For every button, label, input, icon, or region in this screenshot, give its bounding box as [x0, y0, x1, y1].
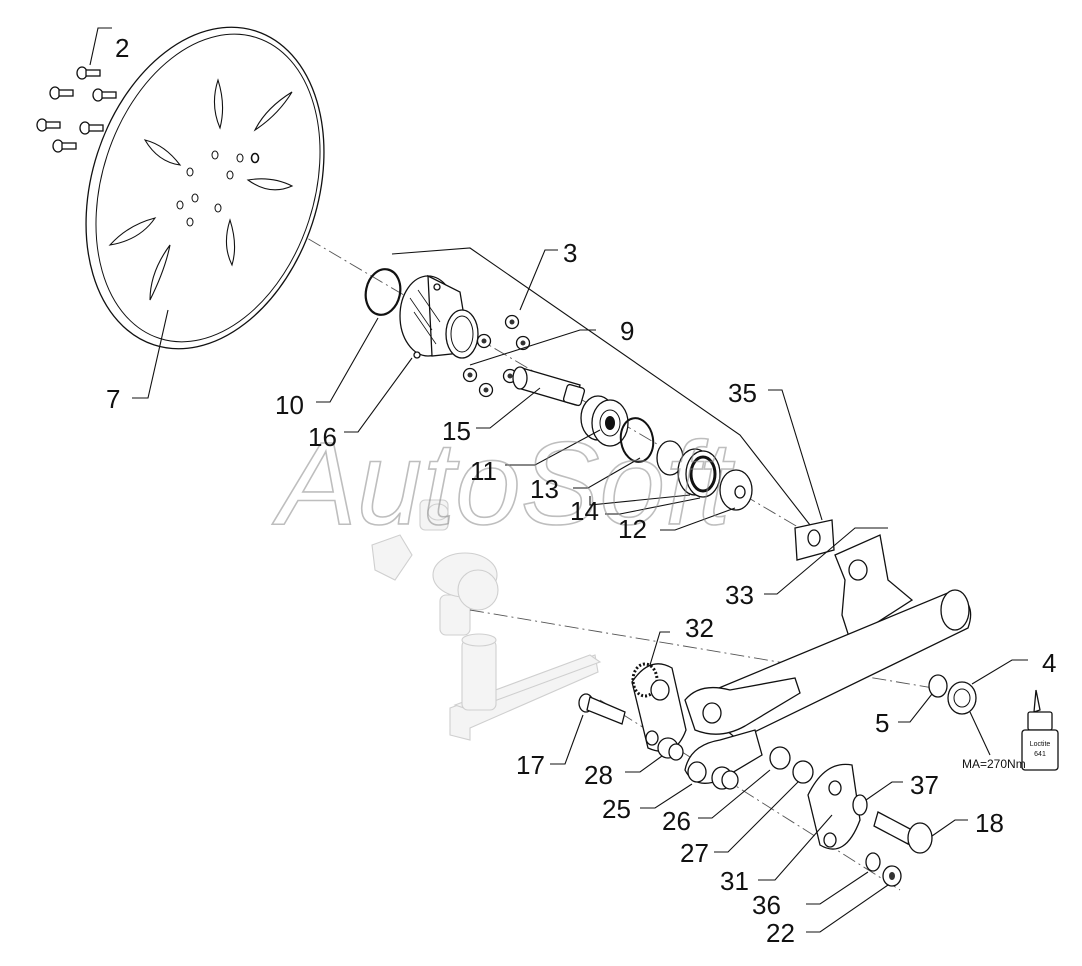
part-label-36: 36 [752, 890, 781, 920]
bracket-part-31 [807, 763, 861, 850]
part-label-7: 7 [106, 384, 120, 414]
part-label-25: 25 [602, 794, 631, 824]
part-label-14: 14 [570, 496, 599, 526]
leader-lines [89, 27, 1028, 933]
snap-ring-part-13 [619, 417, 655, 463]
part-label-13: 13 [530, 474, 559, 504]
part-label-15: 15 [442, 416, 471, 446]
disc-part-7 [85, 26, 325, 350]
part-label-12: 12 [618, 514, 647, 544]
part-label-37: 37 [910, 770, 939, 800]
bearing-part-11 [580, 395, 629, 447]
part-label-2: 2 [115, 33, 129, 63]
bolt-part-17 [578, 693, 626, 725]
torque-note: MA=270Nm [962, 757, 1026, 771]
part-label-28: 28 [584, 760, 613, 790]
part-label-11: 11 [470, 456, 497, 486]
part-label-32: 32 [685, 613, 714, 643]
hub-part-16 [399, 274, 479, 359]
lever-part-32 [631, 662, 687, 753]
washer-part-12 [719, 469, 753, 511]
watermark-text: AutoSoft [272, 418, 735, 550]
bottle-label-line-2: 641 [1034, 751, 1046, 758]
arm-part-33 [684, 534, 972, 741]
ghosted-background-assembly [371, 499, 602, 741]
part-label-10: 10 [275, 390, 304, 420]
part-label-16: 16 [308, 422, 337, 452]
screws-part-2 [36, 66, 117, 153]
part-label-26: 26 [662, 806, 691, 836]
circlip-part-10 [364, 268, 402, 316]
part-label-33: 33 [725, 580, 754, 610]
bottle-label-line-1: Loctite [1030, 741, 1051, 748]
nuts-part-3 [462, 314, 531, 398]
washer-part-36 [865, 852, 881, 872]
loctite-bottle-icon: Loctite 641 [1021, 689, 1059, 771]
part-label-5: 5 [875, 708, 889, 738]
part-label-3: 3 [563, 238, 577, 268]
part-label-9: 9 [620, 316, 634, 346]
shaft-part-15 [512, 366, 586, 407]
part-label-35: 35 [728, 378, 757, 408]
nut-part-22 [882, 865, 902, 887]
part-label-22: 22 [766, 918, 795, 948]
washer-part-37 [852, 794, 868, 816]
link-part-25 [684, 729, 763, 784]
nut-part-4 [947, 681, 977, 715]
bolt-part-18 [873, 811, 933, 854]
bush-part-28 [657, 737, 684, 761]
bearing-part-14 [656, 440, 721, 498]
bush-part-26 [711, 766, 739, 790]
part-label-4: 4 [1042, 648, 1056, 678]
plate-part-35 [794, 519, 835, 561]
part-label-18: 18 [975, 808, 1004, 838]
washer-part-5 [928, 674, 948, 698]
part-label-31: 31 [720, 866, 749, 896]
bush-part-27 [769, 746, 814, 784]
part-label-17: 17 [516, 750, 545, 780]
part-label-27: 27 [680, 838, 709, 868]
